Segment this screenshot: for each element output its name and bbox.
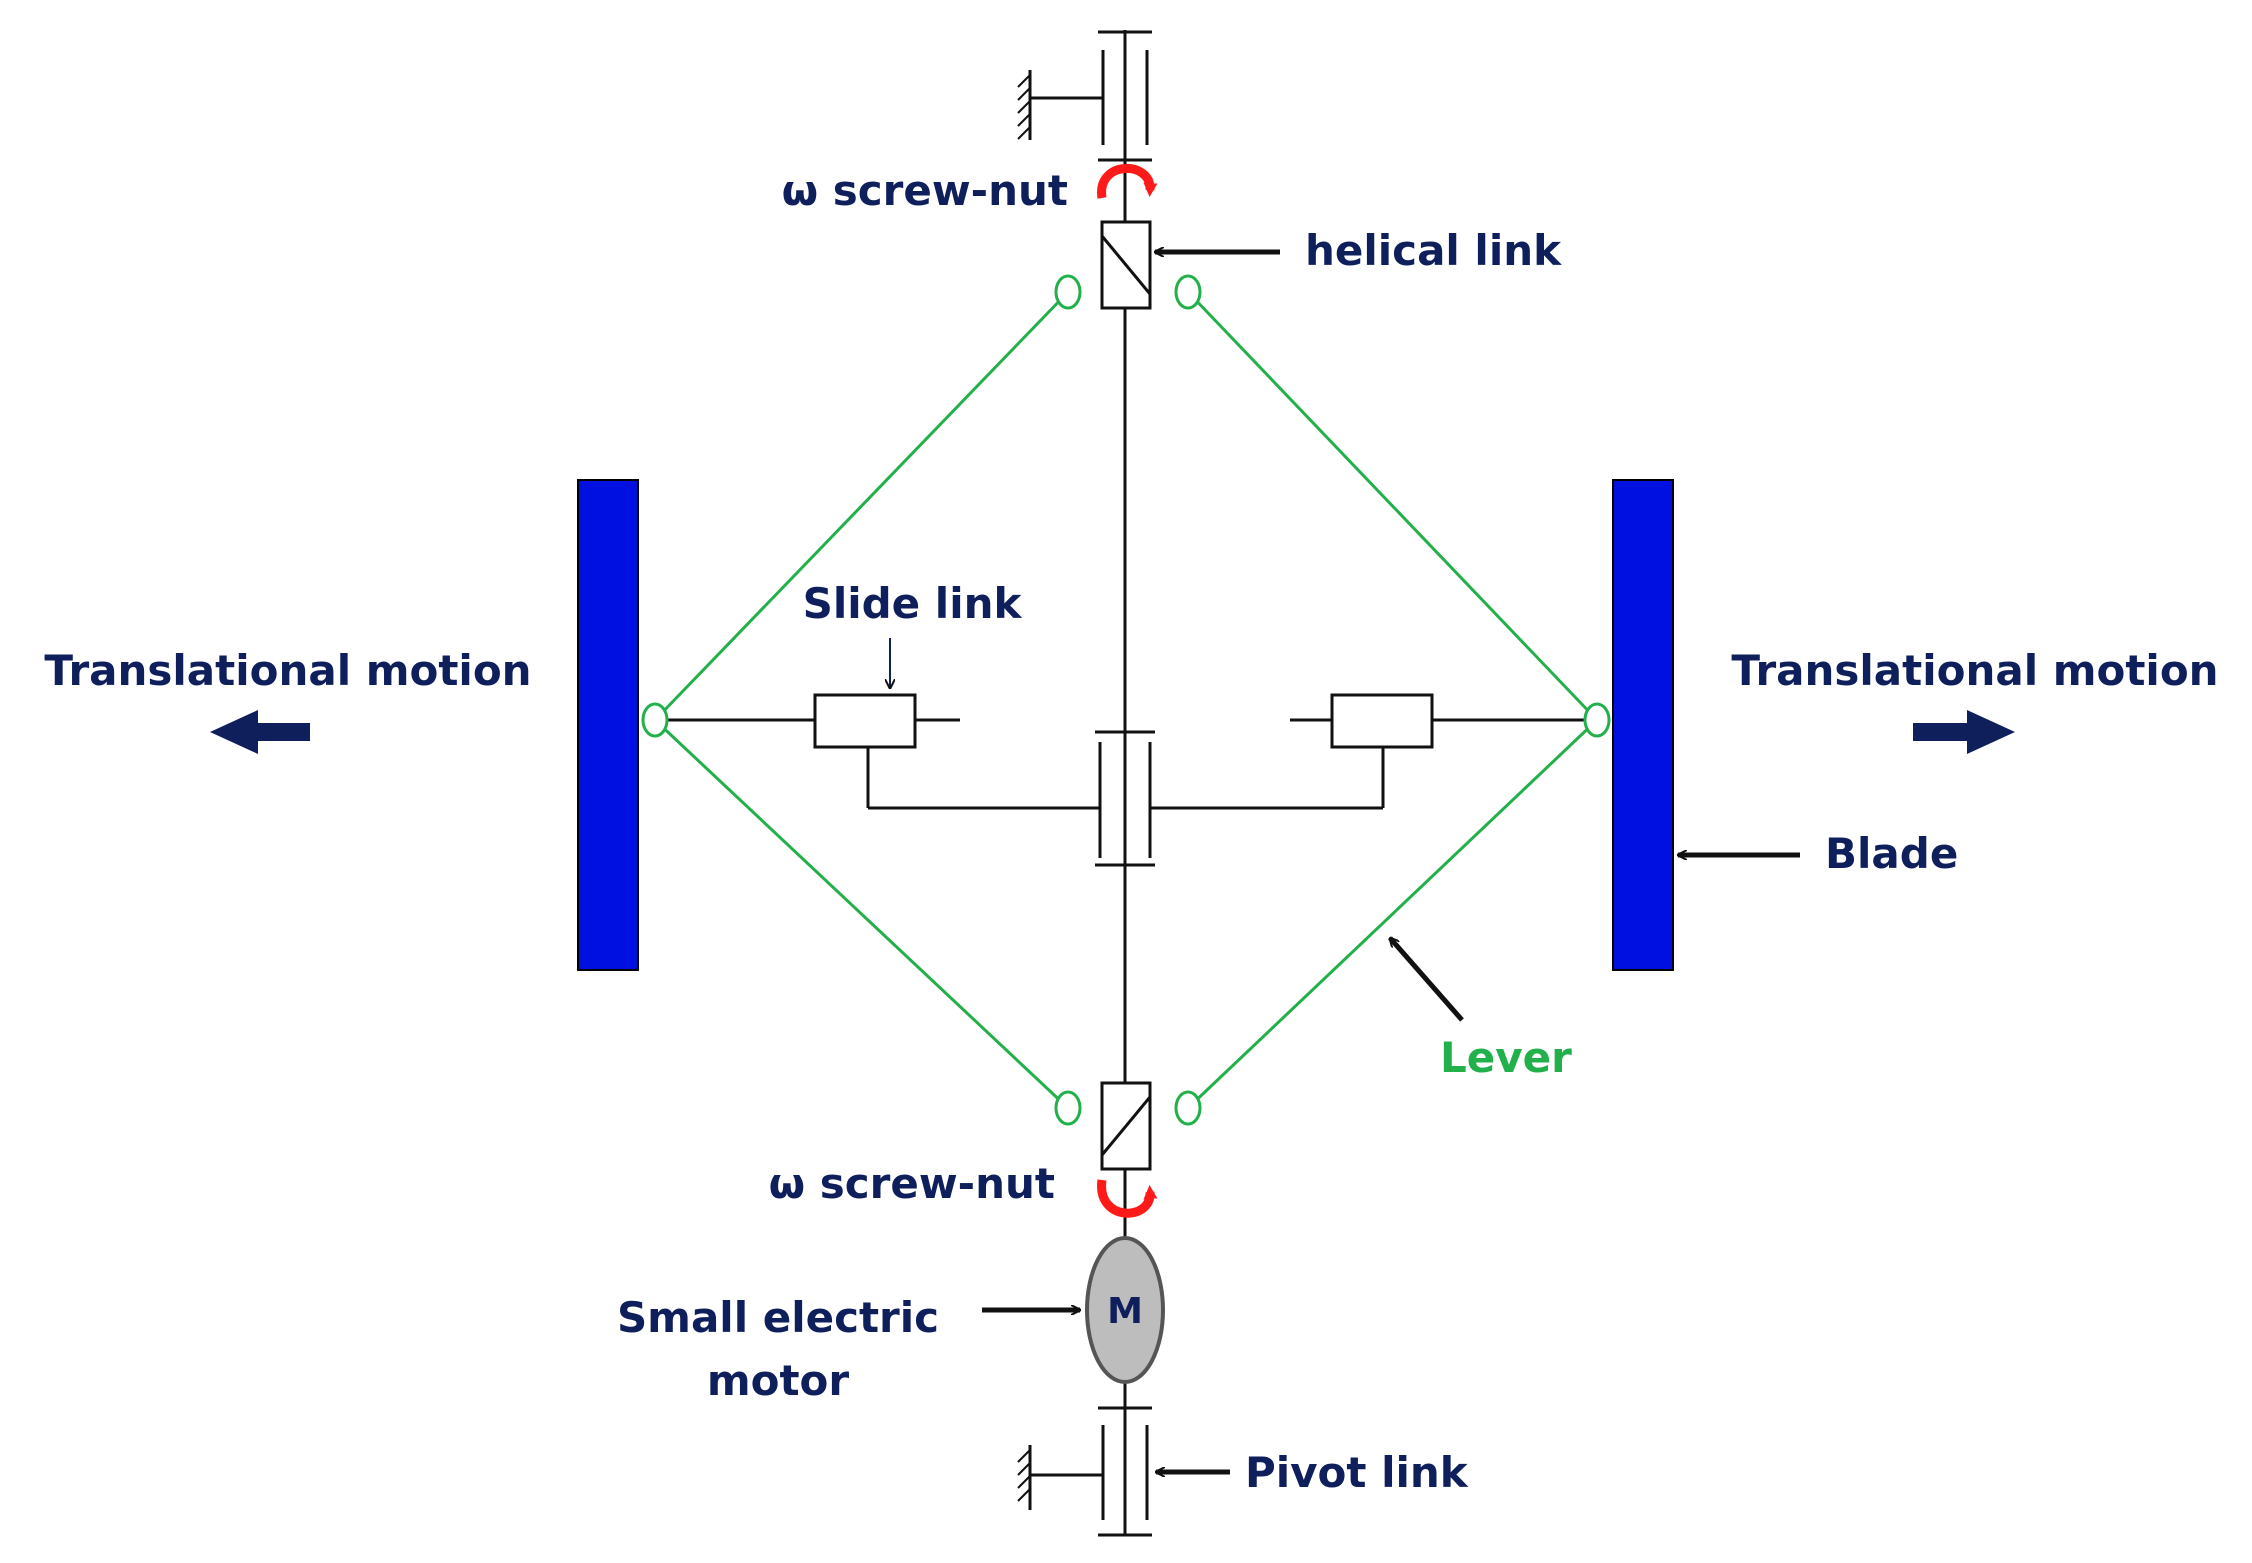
helical-link-top — [1100, 220, 1152, 310]
label-screw-nut-top: ω screw-nut — [782, 166, 1068, 215]
label-pivot-link: Pivot link — [1245, 1448, 1469, 1497]
blade-left — [577, 479, 639, 971]
label-motor-line2: motor — [707, 1356, 850, 1405]
rotation-arrow-top — [1097, 164, 1158, 199]
motor — [1085, 1236, 1165, 1384]
motion-arrow-right — [1913, 710, 2015, 754]
bottom-pivot-bearing — [1028, 1406, 1152, 1537]
helical-link-bottom — [1100, 1081, 1152, 1171]
pointer-arrows — [982, 252, 1800, 1472]
lever-joints — [641, 274, 1611, 1126]
label-helical-link: helical link — [1305, 226, 1562, 275]
label-translational-left: Translational motion — [44, 646, 531, 695]
motor-symbol: M — [1107, 1291, 1143, 1332]
motion-arrow-left — [210, 710, 310, 754]
blade-right — [1612, 479, 1674, 971]
middle-bearing — [866, 730, 1385, 867]
label-screw-nut-bottom: ω screw-nut — [769, 1159, 1055, 1208]
ground-hatch-top — [1017, 74, 1031, 140]
slide-link-left — [655, 693, 960, 749]
ground-hatch-bottom — [1017, 1449, 1031, 1502]
label-translational-right: Translational motion — [1731, 646, 2218, 695]
lever-pointer — [1390, 938, 1464, 1022]
label-lever: Lever — [1440, 1033, 1572, 1082]
top-pivot-bearing — [1028, 30, 1152, 162]
slide-link-right — [1290, 693, 1597, 749]
label-motor-line1: Small electric — [617, 1293, 939, 1342]
lever-links — [653, 290, 1599, 1110]
label-blade: Blade — [1825, 829, 1958, 878]
rotation-arrow-bottom — [1097, 1179, 1158, 1218]
label-slide-link: Slide link — [803, 579, 1023, 628]
